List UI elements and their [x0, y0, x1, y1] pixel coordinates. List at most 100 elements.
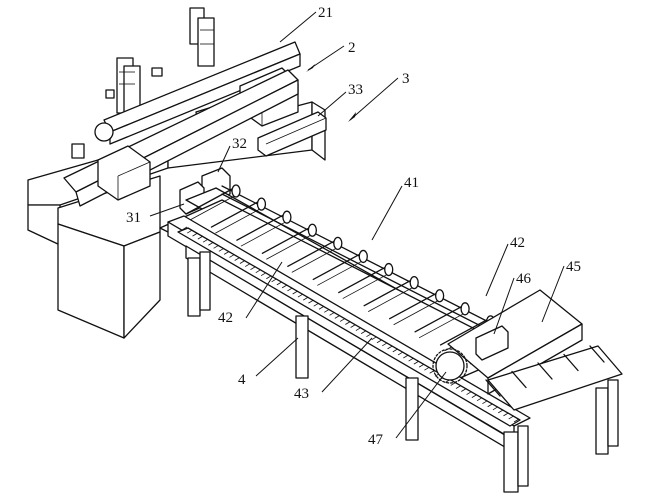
- tooth: [234, 257, 240, 261]
- callout-32: 32: [232, 136, 247, 152]
- output-roller: [485, 379, 501, 397]
- tooth: [303, 296, 309, 301]
- callout-2: 2: [348, 40, 356, 56]
- tooth: [350, 324, 356, 328]
- roller-end: [307, 223, 318, 237]
- tooth: [229, 254, 235, 258]
- roller-shade: [342, 272, 391, 299]
- roller-end: [409, 275, 419, 290]
- roller-shade: [240, 219, 290, 247]
- roller: [287, 239, 337, 268]
- tooth: [482, 400, 488, 405]
- tooth: [223, 251, 230, 255]
- tooth: [329, 311, 335, 316]
- tooth: [255, 269, 261, 274]
- tooth: [455, 385, 462, 389]
- roller: [439, 318, 490, 346]
- tooth: [476, 397, 483, 402]
- tooth: [503, 412, 509, 417]
- tooth: [387, 345, 393, 350]
- output-roller: [537, 362, 553, 380]
- tooth: [202, 238, 209, 243]
- roller-end: [460, 302, 470, 316]
- rack-teeth: [181, 226, 520, 423]
- saw-assembly: [63, 7, 301, 207]
- roller-shade: [418, 311, 468, 339]
- tooth: [418, 363, 425, 368]
- tooth: [360, 330, 367, 334]
- roller: [338, 265, 388, 294]
- roller-end: [282, 210, 292, 224]
- callout-3: 3: [402, 71, 410, 87]
- tooth: [334, 315, 341, 319]
- tooth: [355, 327, 362, 331]
- roller: [261, 226, 312, 254]
- output-roller: [563, 353, 579, 372]
- output-rollers: [485, 345, 605, 397]
- tooth: [208, 241, 214, 246]
- tooth: [513, 418, 520, 423]
- tooth: [382, 342, 388, 347]
- tooth: [424, 366, 430, 371]
- tooth: [376, 339, 383, 344]
- tooth: [250, 266, 256, 270]
- tooth: [487, 403, 493, 408]
- callout-42-right: 42: [510, 235, 525, 251]
- tooth: [297, 293, 304, 298]
- tooth: [403, 354, 409, 359]
- roller: [388, 292, 439, 320]
- callout-45: 45: [566, 259, 581, 275]
- roller-end: [434, 289, 445, 303]
- tooth: [371, 336, 377, 341]
- callout-21: 21: [318, 5, 333, 21]
- rack: [177, 226, 521, 427]
- tooth: [413, 360, 420, 365]
- callout-47: 47: [368, 432, 384, 448]
- roller-end: [256, 197, 267, 211]
- roller: [414, 305, 464, 333]
- tooth: [192, 232, 198, 237]
- tooth: [187, 229, 193, 234]
- roller: [210, 200, 261, 228]
- callout-33: 33: [348, 82, 363, 98]
- roller-end: [333, 236, 343, 251]
- roller-shade: [291, 246, 341, 273]
- tooth: [492, 406, 499, 411]
- tooth: [339, 318, 346, 322]
- roller: [185, 187, 235, 215]
- tooth: [366, 333, 372, 338]
- tooth: [245, 263, 251, 267]
- tooth: [276, 281, 283, 286]
- roller: [363, 278, 413, 307]
- callouts: 21 2 3 33 32 41 31 42 45 46 42 4 43 47: [126, 5, 581, 448]
- tooth: [287, 287, 293, 292]
- roller-shade: [317, 259, 366, 286]
- tooth: [392, 348, 398, 353]
- tooth: [271, 278, 277, 283]
- tooth: [281, 284, 288, 289]
- callout-41: 41: [404, 175, 419, 191]
- callout-4: 4: [238, 372, 246, 388]
- roller-shade: [189, 193, 239, 221]
- tooth: [497, 409, 504, 414]
- roller-end: [358, 249, 368, 264]
- roller-end: [231, 184, 241, 198]
- tooth: [345, 321, 351, 325]
- tooth: [466, 391, 472, 395]
- tooth: [218, 247, 225, 252]
- tooth: [471, 394, 478, 398]
- tooth: [239, 260, 246, 264]
- receiving-frame: [432, 289, 623, 411]
- tooth: [461, 388, 467, 392]
- roller-shade: [215, 206, 264, 234]
- callout-42-left: 42: [218, 310, 233, 326]
- tooth: [308, 299, 314, 304]
- tooth: [197, 235, 204, 240]
- tooth: [324, 308, 330, 313]
- tooth: [266, 275, 272, 280]
- tooth: [292, 290, 298, 295]
- tooth: [181, 226, 188, 231]
- roller-shade: [266, 232, 315, 260]
